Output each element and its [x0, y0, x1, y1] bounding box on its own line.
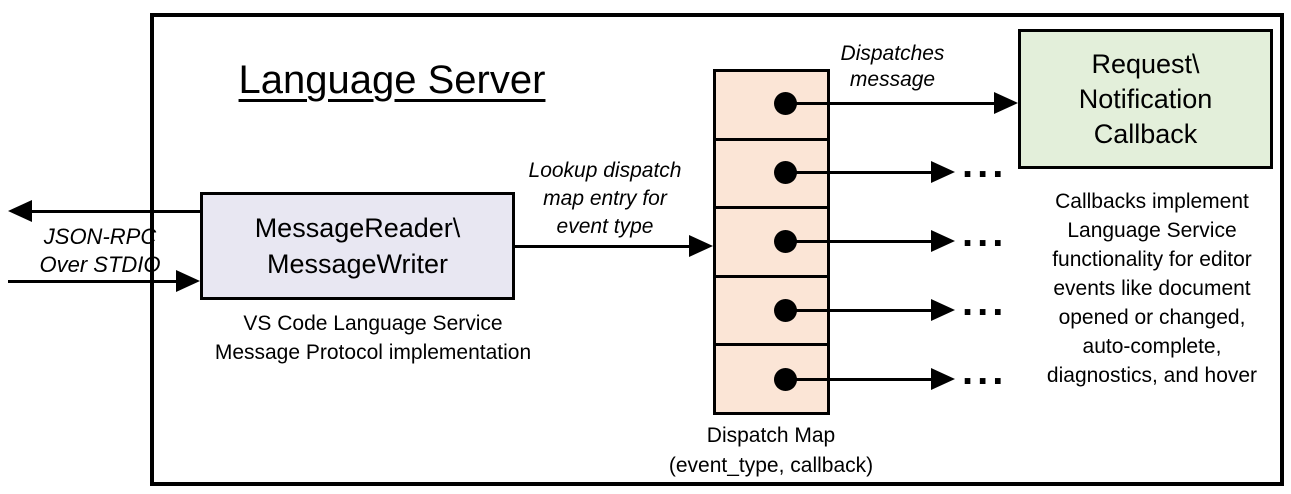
- more-callbacks-ellipsis: ...: [962, 211, 1008, 255]
- message-box-line1: MessageReader\: [254, 213, 461, 243]
- dispatch-arrow-line: [786, 378, 931, 381]
- dispatches-label-line2: message: [849, 68, 936, 91]
- dispatch-caption-line2: (event_type, callback): [668, 454, 874, 477]
- message-reader-writer-box: MessageReader\ MessageWriter: [200, 192, 515, 300]
- dispatch-arrow-line: [786, 171, 931, 174]
- dispatch-arrow-line: [786, 102, 994, 105]
- callback-box-line3: Callback: [1093, 118, 1198, 149]
- callback-note-line: Language Service: [1067, 219, 1237, 242]
- callback-note-line: events like document: [1053, 277, 1251, 300]
- stdio-in-arrowhead-icon: [176, 270, 200, 292]
- lookup-label-line3: event type: [556, 215, 654, 238]
- callback-box: Request\ Notification Callback: [1018, 29, 1273, 169]
- dispatch-arrowhead-icon: [931, 299, 955, 321]
- dispatch-arrow-line: [786, 240, 931, 243]
- dispatch-arrowhead-icon: [931, 161, 955, 183]
- dispatch-entry-dot: [774, 299, 797, 322]
- stdio-out-arrowhead-icon: [8, 200, 32, 222]
- dispatch-entry-dot: [774, 368, 797, 391]
- stdio-label-line1: JSON-RPC: [43, 224, 157, 249]
- message-box-caption: VS Code Language Service Message Protoco…: [190, 309, 556, 367]
- dispatch-arrowhead-icon: [994, 92, 1018, 114]
- dispatch-arrowhead-icon: [931, 368, 955, 390]
- stdio-label-line2: Over STDIO: [39, 252, 161, 277]
- callback-box-line1: Request\: [1091, 48, 1200, 79]
- message-caption-line1: VS Code Language Service: [243, 312, 503, 335]
- diagram-title: Language Server: [238, 58, 546, 102]
- callback-box-line2: Notification: [1078, 83, 1213, 114]
- more-callbacks-ellipsis: ...: [962, 280, 1008, 324]
- lookup-label-line1: Lookup dispatch: [528, 159, 682, 182]
- callback-note-line: functionality for editor: [1052, 248, 1252, 271]
- callback-note-line: Callbacks implement: [1055, 190, 1249, 213]
- dispatch-arrow-line: [786, 309, 931, 312]
- lookup-label-line2: map entry for: [543, 187, 667, 210]
- dispatch-entry-dot: [774, 230, 797, 253]
- dispatch-caption-line1: Dispatch Map: [706, 424, 836, 447]
- callback-note-line: diagnostics, and hover: [1046, 364, 1258, 387]
- dispatch-entry-dot: [774, 92, 797, 115]
- stdio-out-arrow-line: [30, 210, 200, 213]
- dispatch-map-cell: [713, 206, 830, 278]
- callback-note: Callbacks implement Language Service fun…: [1022, 187, 1282, 390]
- callback-note-line: opened or changed,: [1058, 306, 1246, 329]
- more-callbacks-ellipsis: ...: [962, 349, 1008, 393]
- stdio-in-arrow-line: [8, 280, 176, 283]
- callback-note-line: auto-complete,: [1082, 335, 1222, 358]
- dispatch-entry-dot: [774, 161, 797, 184]
- lookup-arrow-line: [515, 245, 689, 248]
- dispatches-message-label: Dispatches message: [820, 41, 965, 93]
- dispatch-arrowhead-icon: [931, 230, 955, 252]
- lookup-arrow-label: Lookup dispatch map entry for event type: [505, 157, 705, 241]
- dispatch-map-caption: Dispatch Map (event_type, callback): [646, 421, 896, 481]
- lookup-arrowhead-icon: [689, 235, 713, 257]
- message-box-line2: MessageWriter: [266, 249, 449, 279]
- language-server-boundary: [150, 13, 1284, 486]
- more-callbacks-ellipsis: ...: [962, 142, 1008, 186]
- dispatches-label-line1: Dispatches: [840, 42, 945, 65]
- stdio-channel-label: JSON-RPC Over STDIO: [25, 223, 175, 279]
- message-caption-line2: Message Protocol implementation: [214, 341, 532, 364]
